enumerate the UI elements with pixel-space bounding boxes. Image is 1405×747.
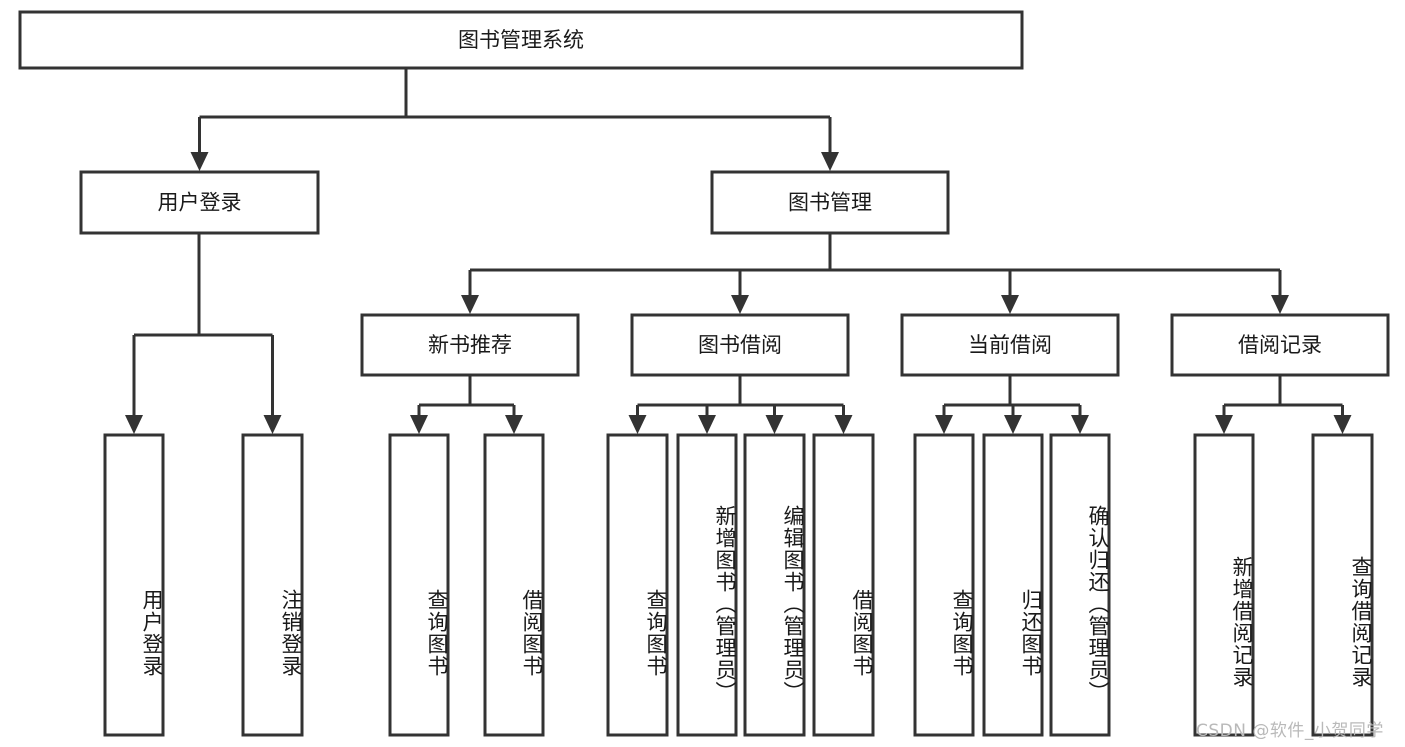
arrow-head-leaf-user-login: [125, 415, 143, 434]
node-box-leaf-bo-add[interactable]: [676, 433, 738, 737]
node-box-leaf-bo-query[interactable]: [606, 433, 669, 737]
node-label-borrow: 图书借阅: [698, 333, 782, 357]
arrow-head-leaf-nb-borrow: [505, 415, 523, 434]
node-box-leaf-cu-query[interactable]: [913, 433, 975, 737]
node-label-current: 当前借阅: [968, 333, 1052, 357]
csdn-watermark: CSDN @软件_小贺同学: [1196, 721, 1384, 741]
node-box-leaf-re-query[interactable]: [1311, 433, 1374, 737]
node-box-leaf-cu-confirm[interactable]: [1049, 433, 1111, 737]
edge-group-root: [190, 68, 839, 171]
node-label-login: 用户登录: [158, 191, 242, 215]
arrow-head-newbook: [461, 295, 479, 314]
node-label-root: 图书管理系统: [458, 28, 584, 52]
arrow-head-leaf-cu-query: [935, 415, 953, 434]
arrow-head-borrow: [731, 295, 749, 314]
node-box-leaf-cu-return[interactable]: [982, 433, 1044, 737]
node-box-current[interactable]: [900, 313, 1120, 377]
node-label-records: 借阅记录: [1238, 333, 1322, 357]
arrow-head-leaf-bo-query: [628, 415, 647, 434]
node-box-leaf-re-add[interactable]: [1193, 433, 1255, 737]
edge-group-bookmgmt: [461, 233, 1289, 314]
node-label-bookmgmt: 图书管理: [788, 191, 872, 215]
arrow-head-leaf-bo-lend: [834, 415, 853, 434]
node-box-leaf-user-login[interactable]: [103, 433, 165, 737]
arrow-head-leaf-re-add: [1215, 415, 1233, 434]
arrow-head-current: [1001, 295, 1019, 314]
node-label-newbook: 新书推荐: [428, 333, 512, 357]
arrow-head-leaf-bo-edit: [765, 415, 784, 434]
edge-group-records: [1215, 375, 1352, 434]
node-box-leaf-nb-query[interactable]: [388, 433, 450, 737]
arrow-head-leaf-re-query: [1333, 415, 1352, 434]
node-box-leaf-bo-lend[interactable]: [812, 433, 875, 737]
arrow-head-leaf-cu-return: [1004, 415, 1022, 434]
node-box-root[interactable]: [18, 10, 1024, 70]
node-box-leaf-user-logout[interactable]: [241, 433, 304, 737]
node-box-leaf-nb-borrow[interactable]: [483, 433, 545, 737]
arrow-head-bookmgmt: [821, 152, 839, 171]
arrow-head-leaf-bo-add: [698, 415, 716, 434]
node-box-login[interactable]: [79, 170, 320, 235]
arrow-head-leaf-cu-confirm: [1071, 415, 1089, 434]
node-box-layer: [18, 10, 1390, 737]
edge-group-current: [935, 375, 1089, 434]
node-box-borrow[interactable]: [630, 313, 850, 377]
arrow-head-leaf-user-logout: [263, 415, 282, 434]
node-box-bookmgmt[interactable]: [710, 170, 950, 235]
edge-group-login: [125, 233, 282, 434]
arrow-head-login: [190, 152, 209, 171]
node-box-newbook[interactable]: [360, 313, 580, 377]
connector-layer: [125, 68, 1352, 434]
edge-group-borrow: [628, 375, 853, 434]
edge-group-newbook: [410, 375, 523, 434]
arrow-head-records: [1271, 295, 1289, 314]
node-box-leaf-bo-edit[interactable]: [743, 433, 806, 737]
node-box-records[interactable]: [1170, 313, 1390, 377]
arrow-head-leaf-nb-query: [410, 415, 428, 434]
